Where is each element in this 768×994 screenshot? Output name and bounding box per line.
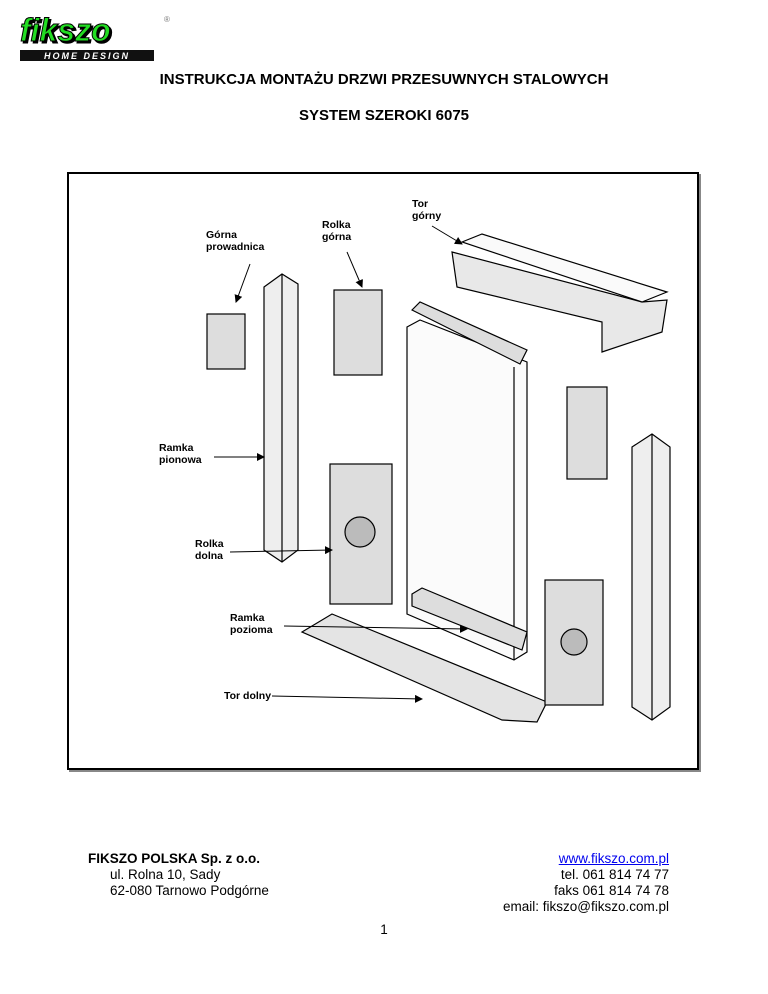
document-subtitle: SYSTEM SZEROKI 6075 bbox=[298, 107, 470, 124]
email: email: fikszo@fikszo.com.pl bbox=[503, 899, 669, 914]
fikszo-logo: fikszo HOME DESIGN ® bbox=[14, 12, 174, 64]
phone: tel. 061 814 74 77 bbox=[560, 867, 669, 882]
svg-text:HOME DESIGN: HOME DESIGN bbox=[44, 51, 130, 61]
label-tor-dolny: Tor dolny bbox=[224, 690, 272, 702]
svg-text:fikszo: fikszo bbox=[20, 12, 111, 48]
street: ul. Rolna 10, Sady bbox=[110, 867, 221, 882]
page-number: 1 bbox=[380, 922, 388, 937]
document-title: INSTRUKCJA MONTAŻU DRZWI PRZESUWNYCH STA… bbox=[159, 71, 609, 88]
svg-text:®: ® bbox=[164, 15, 170, 24]
company-name: FIKSZO POLSKA Sp. z o.o. bbox=[88, 851, 260, 866]
fax: faks 061 814 74 78 bbox=[554, 883, 669, 898]
website-link[interactable]: www.fikszo.com.pl bbox=[558, 851, 669, 866]
city: 62-080 Tarnowo Podgórne bbox=[110, 883, 269, 898]
diagram-drawing bbox=[206, 225, 671, 723]
company-address: FIKSZO POLSKA Sp. z o.o. ul. Rolna 10, S… bbox=[88, 851, 269, 899]
contact-info: www.fikszo.com.pl tel. 061 814 74 77 fak… bbox=[503, 851, 669, 915]
